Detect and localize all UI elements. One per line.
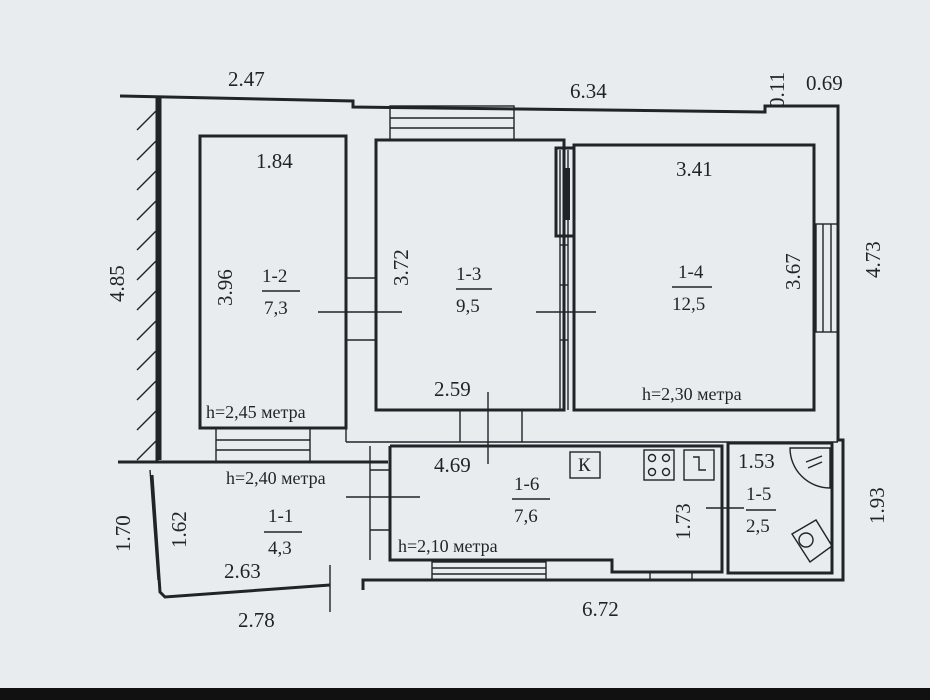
dim-3-67: 3.67 bbox=[781, 253, 805, 290]
windows bbox=[215, 105, 839, 581]
dim-right-1-93: 1.93 bbox=[865, 487, 889, 524]
shower-icon bbox=[789, 447, 831, 489]
stove-chimney bbox=[554, 146, 576, 238]
room-labels: 1-2 7,3 1-3 9,5 1-4 12,5 1-1 4,3 1-6 7,6… bbox=[262, 262, 771, 559]
kitchen-letter: К bbox=[578, 455, 591, 476]
room-id-1-1: 1-1 bbox=[268, 506, 293, 527]
room-id-1-2: 1-2 bbox=[262, 266, 287, 287]
ceiling-heights: h=2,45 метра h=2,30 метра h=2,40 метра h… bbox=[206, 384, 742, 556]
room-area-1-3: 9,5 bbox=[456, 296, 480, 317]
dim-3-41: 3.41 bbox=[676, 157, 713, 181]
dim-2-59: 2.59 bbox=[434, 377, 471, 401]
room-area-1-4: 12,5 bbox=[672, 294, 705, 315]
dim-top-0-69: 0.69 bbox=[806, 71, 843, 95]
stove-icon bbox=[643, 449, 675, 481]
height-room-1-6: h=2,10 метра bbox=[398, 536, 498, 556]
dim-1-84: 1.84 bbox=[256, 149, 293, 173]
room-area-1-6: 7,6 bbox=[514, 506, 538, 527]
dim-3-72: 3.72 bbox=[389, 249, 413, 286]
height-room-1-1: h=2,40 метра bbox=[226, 468, 326, 488]
kitchen-fixtures bbox=[569, 449, 715, 481]
room-id-1-3: 1-3 bbox=[456, 264, 481, 285]
exterior-walls bbox=[118, 94, 845, 599]
room-area-1-2: 7,3 bbox=[264, 298, 288, 319]
dim-1-62: 1.62 bbox=[167, 511, 191, 548]
dim-1-73: 1.73 bbox=[671, 503, 695, 540]
dim-bottom-2-78: 2.78 bbox=[238, 608, 275, 632]
room-id-1-4: 1-4 bbox=[678, 262, 704, 283]
dim-top-2-47: 2.47 bbox=[228, 67, 265, 91]
toilet-icon bbox=[791, 519, 833, 564]
dim-left-1-70: 1.70 bbox=[111, 515, 135, 552]
room-1-4-outline bbox=[572, 143, 816, 412]
bathroom-fixtures bbox=[789, 447, 833, 564]
party-wall-hatch bbox=[136, 98, 159, 462]
room-id-1-6: 1-6 bbox=[514, 474, 539, 495]
dim-top-0-11: 0.11 bbox=[765, 72, 789, 108]
dim-left-4-85: 4.85 bbox=[105, 265, 129, 302]
room-area-1-1: 4,3 bbox=[268, 538, 292, 559]
dim-right-4-73: 4.73 bbox=[861, 241, 885, 278]
dim-3-96: 3.96 bbox=[213, 269, 237, 306]
label-dividers bbox=[262, 286, 776, 612]
sink-icon bbox=[683, 449, 715, 481]
dim-2-63: 2.63 bbox=[224, 559, 261, 583]
room-area-1-5: 2,5 bbox=[746, 516, 770, 537]
dim-bottom-6-72: 6.72 bbox=[582, 597, 619, 621]
height-room-1-2: h=2,45 метра bbox=[206, 402, 306, 422]
dim-top-6-34: 6.34 bbox=[570, 79, 607, 103]
room-1-6-outline bbox=[388, 444, 724, 574]
dim-1-53: 1.53 bbox=[738, 449, 775, 473]
bottom-edge-bar bbox=[0, 688, 930, 700]
dimension-labels: 2.47 6.34 0.11 0.69 4.85 1.84 3.96 3.72 … bbox=[105, 67, 889, 632]
dim-4-69: 4.69 bbox=[434, 453, 471, 477]
height-room-1-4: h=2,30 метра bbox=[642, 384, 742, 404]
room-id-1-5: 1-5 bbox=[746, 484, 771, 505]
